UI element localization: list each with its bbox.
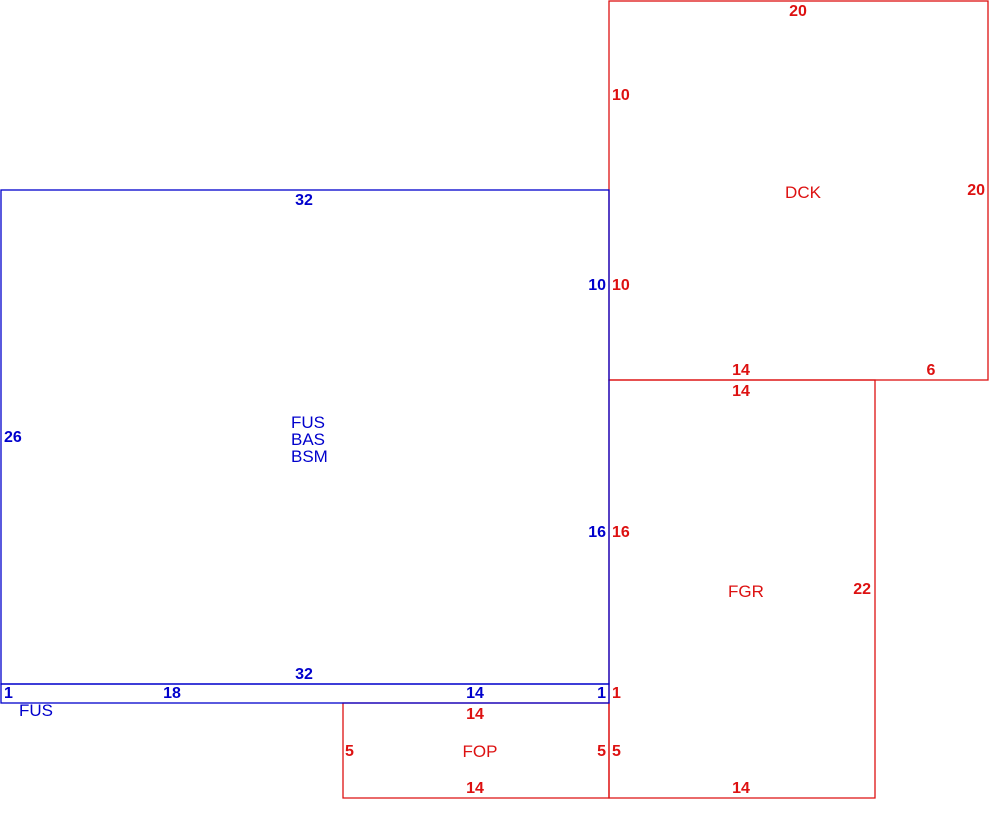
dck-bottom-dimension-b: 6 xyxy=(927,362,936,379)
fus-strip-left-dimension: 1 xyxy=(4,685,13,702)
fop-right-dimension: 5 xyxy=(597,743,606,760)
fus-strip-right-dimension: 1 xyxy=(597,685,606,702)
fgr-left-dimension-a: 1 xyxy=(612,685,621,702)
main-area-code-2: BAS xyxy=(291,430,325,449)
fgr-bottom-dimension: 14 xyxy=(732,780,750,797)
fop-area-code: FOP xyxy=(463,742,498,761)
main-structure-group xyxy=(0,189,610,704)
main-area-code-1: FUS xyxy=(291,413,325,432)
fgr-left-upper-dimension: 16 xyxy=(612,524,630,541)
dck-right-dimension: 20 xyxy=(967,182,985,199)
main-area-code-3: BSM xyxy=(291,447,328,466)
main-left-dimension: 26 xyxy=(4,429,22,446)
fop-top-dimension: 14 xyxy=(466,706,484,723)
dck-top-dimension: 20 xyxy=(789,3,807,20)
main-top-dimension: 32 xyxy=(295,192,313,209)
dck-area-code: DCK xyxy=(785,183,822,202)
fgr-area-code: FGR xyxy=(728,582,764,601)
dck-bottom-dimension-a: 14 xyxy=(732,362,750,379)
fop-bottom-dimension: 14 xyxy=(466,780,484,797)
fop-left-dimension: 5 xyxy=(345,743,354,760)
fgr-right-dimension: 22 xyxy=(853,581,871,598)
main-right-upper-dimension: 10 xyxy=(588,277,606,294)
fgr-top-dimension: 14 xyxy=(732,383,750,400)
additions-group xyxy=(342,0,989,799)
main-right-lower-dimension: 16 xyxy=(588,524,606,541)
main-bottom-dimension: 32 xyxy=(295,666,313,683)
dck-left-upper-dimension: 10 xyxy=(612,87,630,104)
dck-left-lower-dimension: 10 xyxy=(612,277,630,294)
fus-strip-segment-b: 14 xyxy=(466,685,484,702)
fus-strip-outline xyxy=(0,683,610,704)
fus-strip-segment-a: 18 xyxy=(163,685,181,702)
fus-strip-area-code: FUS xyxy=(19,701,53,720)
fgr-left-dimension-b: 5 xyxy=(612,743,621,760)
